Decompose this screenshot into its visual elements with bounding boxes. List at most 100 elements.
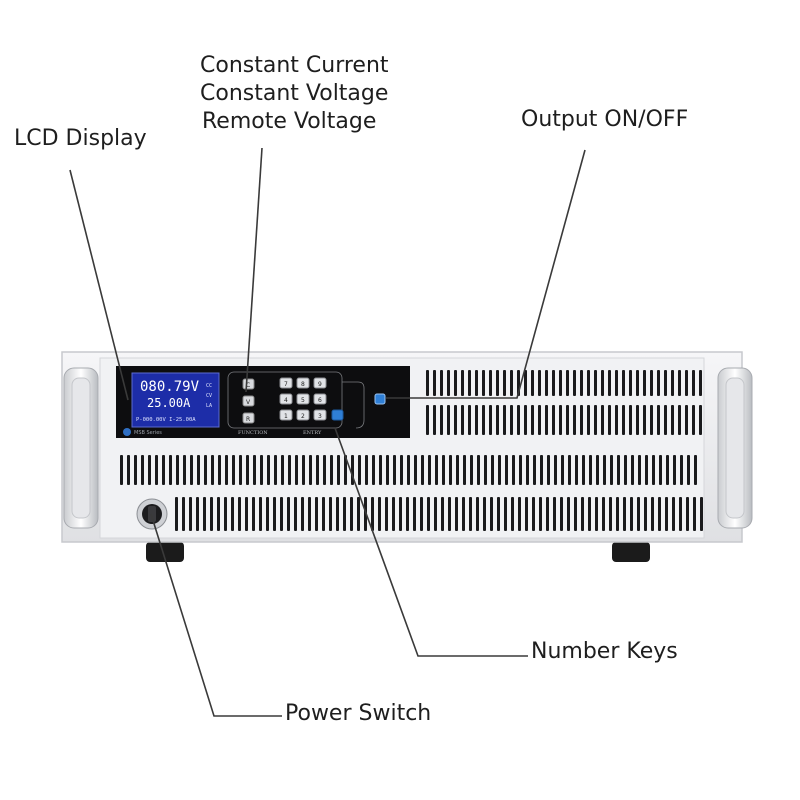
vent-slot bbox=[504, 497, 507, 531]
vent-slot bbox=[440, 370, 443, 396]
vent-slot bbox=[442, 455, 445, 485]
vent-slot bbox=[545, 405, 548, 435]
power-switch[interactable] bbox=[136, 498, 168, 530]
number-key-5[interactable] bbox=[296, 393, 310, 405]
callout-number-keys: Number Keys bbox=[531, 639, 678, 664]
vent-slot bbox=[476, 497, 479, 531]
vent-slot bbox=[510, 370, 513, 396]
vent-slot bbox=[155, 455, 158, 485]
vent-slot bbox=[358, 455, 361, 485]
vent-slot bbox=[357, 497, 360, 531]
vent-slot bbox=[538, 405, 541, 435]
vent-slot bbox=[664, 405, 667, 435]
vent-slot bbox=[671, 405, 674, 435]
vent-slot bbox=[399, 497, 402, 531]
left-handle bbox=[63, 367, 99, 529]
vent-slot bbox=[295, 455, 298, 485]
vent-slot bbox=[302, 455, 305, 485]
vent-slot bbox=[652, 455, 655, 485]
entry-label: ENTRY bbox=[303, 430, 322, 436]
lcd-indicator-1: CC bbox=[206, 383, 212, 389]
vent-slot bbox=[365, 455, 368, 485]
vent-slot bbox=[449, 455, 452, 485]
vent-slot bbox=[629, 370, 632, 396]
number-key-8[interactable] bbox=[296, 377, 310, 389]
vent-slot bbox=[441, 497, 444, 531]
vent-slot bbox=[664, 370, 667, 396]
vent-slot bbox=[559, 405, 562, 435]
callout-constant-current: Constant Current bbox=[200, 53, 389, 78]
vent-slot bbox=[385, 497, 388, 531]
vent-slot bbox=[678, 405, 681, 435]
vent-slot bbox=[238, 497, 241, 531]
number-key-7[interactable] bbox=[279, 377, 293, 389]
number-key-4[interactable] bbox=[279, 393, 293, 405]
vent-slot bbox=[448, 497, 451, 531]
number-key-1[interactable] bbox=[279, 409, 293, 421]
vent-slot bbox=[490, 497, 493, 531]
vent-slot bbox=[552, 370, 555, 396]
vent-slot bbox=[574, 497, 577, 531]
vent-slot bbox=[267, 455, 270, 485]
vent-slot bbox=[433, 370, 436, 396]
vent-slot bbox=[524, 370, 527, 396]
vent-slot bbox=[615, 405, 618, 435]
number-key-label: 5 bbox=[301, 397, 305, 404]
vent-slot bbox=[372, 455, 375, 485]
number-key-3[interactable] bbox=[313, 409, 327, 421]
vent-slot bbox=[392, 497, 395, 531]
vent-slot bbox=[680, 455, 683, 485]
vent-slot bbox=[232, 455, 235, 485]
vent-slot bbox=[573, 405, 576, 435]
number-key-6[interactable] bbox=[313, 393, 327, 405]
vent-slot bbox=[182, 497, 185, 531]
number-key-label: 9 bbox=[318, 381, 322, 388]
vent-slot bbox=[189, 497, 192, 531]
vent-slot bbox=[588, 497, 591, 531]
vent-slot bbox=[643, 405, 646, 435]
function-key-rv[interactable] bbox=[242, 412, 255, 424]
vent-slot bbox=[482, 370, 485, 396]
enter-key[interactable] bbox=[331, 409, 344, 421]
lcd-indicator-3: LA bbox=[206, 403, 212, 409]
vent-slot bbox=[526, 455, 529, 485]
vent-grille-lower bbox=[175, 497, 703, 531]
vent-slot bbox=[622, 405, 625, 435]
vent-slot bbox=[456, 455, 459, 485]
number-key-2[interactable] bbox=[296, 409, 310, 421]
vent-slot bbox=[657, 370, 660, 396]
leader-lcd-display bbox=[69, 169, 129, 401]
vent-slot bbox=[511, 497, 514, 531]
vent-slot bbox=[666, 455, 669, 485]
output-on-off-button[interactable] bbox=[374, 393, 386, 405]
leader-number-keys bbox=[334, 427, 528, 657]
vent-grille-upper bbox=[426, 370, 702, 435]
number-key-9[interactable] bbox=[313, 377, 327, 389]
vent-slot bbox=[692, 405, 695, 435]
vent-slot bbox=[587, 370, 590, 396]
vent-slot bbox=[694, 455, 697, 485]
vent-slot bbox=[414, 455, 417, 485]
vent-slot bbox=[287, 497, 290, 531]
vent-slot bbox=[176, 455, 179, 485]
vent-slot bbox=[482, 405, 485, 435]
vent-slot bbox=[455, 497, 458, 531]
vent-slot bbox=[148, 455, 151, 485]
vent-slot bbox=[673, 455, 676, 485]
vent-slot bbox=[510, 405, 513, 435]
vent-slot bbox=[162, 455, 165, 485]
vent-slot bbox=[658, 497, 661, 531]
vent-slot bbox=[273, 497, 276, 531]
vent-slot bbox=[127, 455, 130, 485]
vent-slot bbox=[489, 405, 492, 435]
vent-slot bbox=[594, 405, 597, 435]
vent-slot bbox=[525, 497, 528, 531]
vent-slot bbox=[609, 497, 612, 531]
vent-slot bbox=[407, 455, 410, 485]
vent-slot bbox=[587, 405, 590, 435]
vent-slot bbox=[568, 455, 571, 485]
function-key-cv[interactable] bbox=[242, 395, 255, 407]
lcd-indicator-2: CV bbox=[206, 393, 212, 399]
vent-slot bbox=[433, 405, 436, 435]
